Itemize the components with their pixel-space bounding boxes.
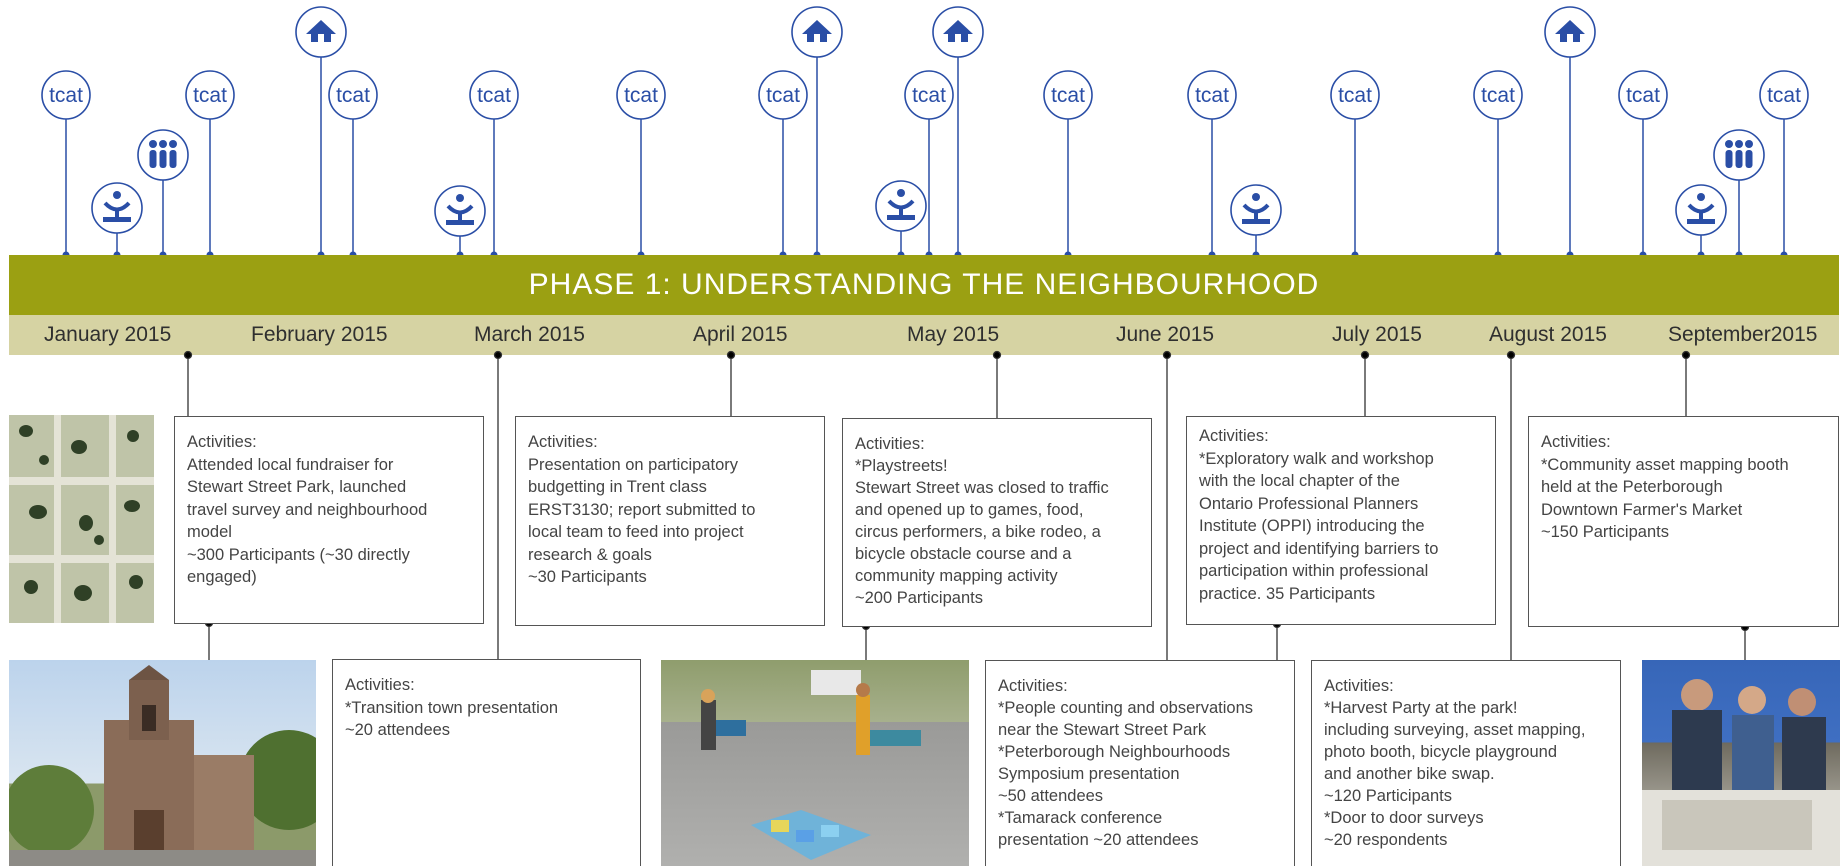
svg-text:tcat: tcat [912,84,946,107]
park-icon [91,182,143,259]
park-icon [875,180,927,259]
farmers-market-photo [1642,660,1840,866]
svg-text:tcat: tcat [1481,84,1515,107]
svg-text:tcat: tcat [1626,84,1660,107]
aerial-map-photo [9,415,154,623]
phase-title: PHASE 1: UNDERSTANDING THE NEIGHBOURHOOD [528,268,1320,301]
svg-text:tcat: tcat [1195,84,1229,107]
activity-box-march: Activities: *Transition town presentatio… [332,659,641,866]
tcat-icon: tcat [616,70,666,259]
activity-box-june: Activities: *People counting and observa… [985,660,1295,866]
tcat-icon: tcat [185,70,235,259]
activity-title: Activities: [1199,427,1269,445]
tcat-icon: tcat [1043,70,1093,259]
month-label-august: August 2015 [1489,323,1607,346]
phase-title-bar: PHASE 1: UNDERSTANDING THE NEIGHBOURHOOD [9,255,1839,315]
park-icon [1675,184,1727,259]
svg-text:tcat: tcat [193,84,227,107]
people-icon [137,129,189,259]
svg-text:tcat: tcat [1338,84,1372,107]
activity-box-july: Activities: *Exploratory walk and worksh… [1186,416,1496,625]
tcat-icon: tcat [1187,70,1237,259]
activity-title: Activities: [855,435,925,453]
activity-body: *People counting and observations near t… [998,699,1254,849]
activity-body: *Community asset mapping booth held at t… [1541,455,1789,542]
activity-body: Presentation on participatory budgetting… [528,455,756,587]
activity-body: Attended local fundraiser for Stewart St… [187,455,428,587]
activity-box-april: Activities: Presentation on participator… [515,416,825,626]
svg-text:tcat: tcat [477,84,511,107]
playstreet-photo [661,660,969,866]
month-label-april: April 2015 [693,323,788,346]
activity-body: *Exploratory walk and workshop with the … [1199,449,1439,603]
house-icon [791,6,843,259]
tcat-icon: tcat [1473,70,1523,259]
tcat-icon: tcat [1618,70,1668,259]
park-icon [434,185,486,259]
activity-body: *Transition town presentation ~20 attend… [345,698,559,740]
month-label-march: March 2015 [474,323,585,346]
month-label-january: January 2015 [44,323,172,346]
svg-text:tcat: tcat [336,84,370,107]
month-label-may: May 2015 [907,323,1000,346]
house-icon [295,6,347,259]
tcat-icon: tcat [1759,70,1809,259]
activity-title: Activities: [345,676,415,694]
month-label-september: September2015 [1668,323,1818,346]
svg-text:tcat: tcat [624,84,658,107]
house-icon [932,6,984,259]
house-icon [1544,6,1596,259]
activity-box-august: Activities: *Harvest Party at the park! … [1311,660,1621,866]
people-icon [1713,129,1765,259]
tcat-icon: tcat [1330,70,1380,259]
month-label-february: February 2015 [251,323,388,346]
activity-title: Activities: [1324,677,1394,695]
activity-body: *Harvest Party at the park! including su… [1324,699,1586,849]
svg-text:tcat: tcat [1051,84,1085,107]
church-photo [9,660,316,866]
tcat-icon: tcat [41,70,91,259]
tcat-icon: tcat [758,70,808,259]
activity-title: Activities: [187,433,257,451]
activity-box-september: Activities: *Community asset mapping boo… [1528,416,1839,627]
svg-text:tcat: tcat [49,84,83,107]
month-label-june: June 2015 [1116,323,1215,346]
activity-title: Activities: [998,677,1068,695]
activity-body: *Playstreets! Stewart Street was closed … [855,457,1109,607]
tcat-icon: tcat [469,70,519,259]
activity-title: Activities: [1541,433,1611,451]
month-label-july: July 2015 [1332,323,1422,346]
svg-text:tcat: tcat [1767,84,1801,107]
park-icon [1230,184,1282,259]
event-pins: tcat tcat tcat tcat tcat tcat tcat tcat tcat tcat… [41,6,1809,259]
activity-box-may: Activities: *Playstreets! Stewart Street… [842,418,1152,627]
svg-text:tcat: tcat [766,84,800,107]
tcat-icon: tcat [904,70,954,259]
tcat-icon: tcat [328,70,378,259]
activity-title: Activities: [528,433,598,451]
month-bar: January 2015 February 2015 March 2015 Ap… [9,315,1839,355]
activity-box-january: Activities: Attended local fundraiser fo… [174,416,484,624]
